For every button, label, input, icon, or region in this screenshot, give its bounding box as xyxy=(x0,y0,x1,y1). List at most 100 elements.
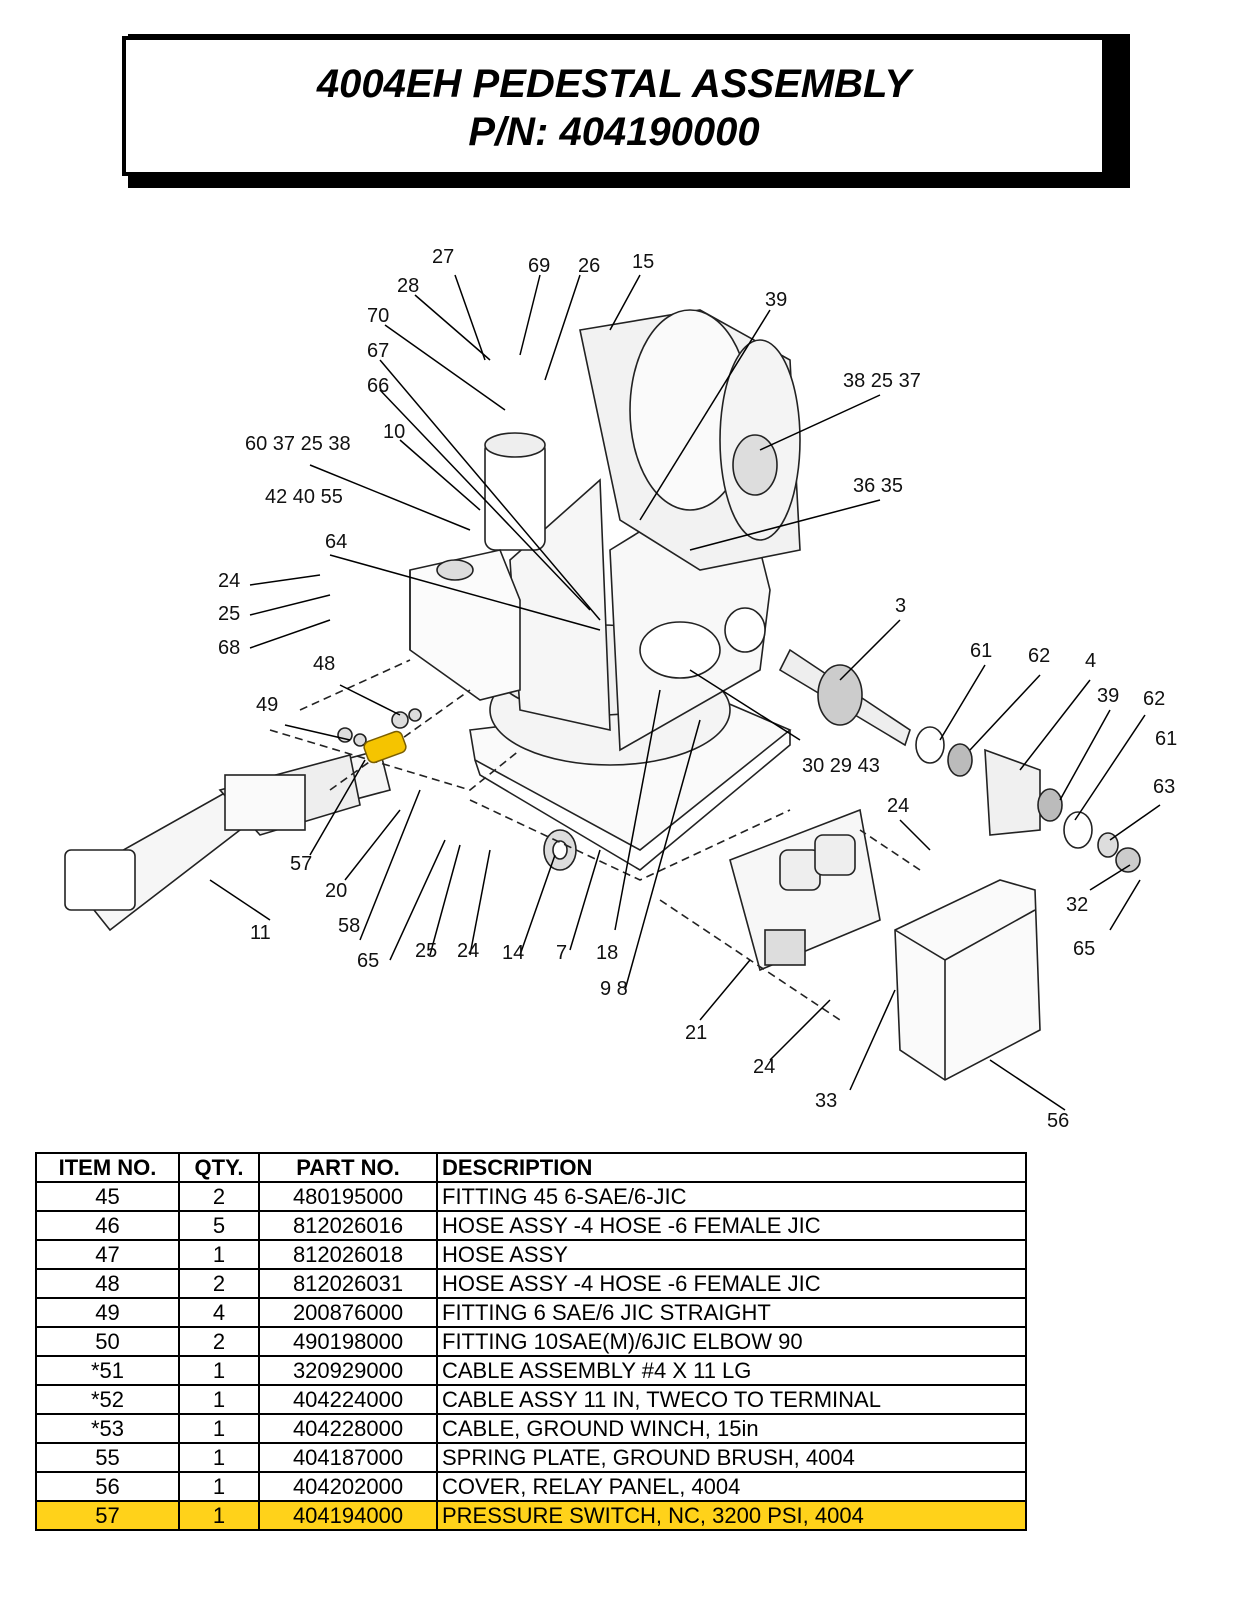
part-no-cell: 404187000 xyxy=(258,1442,438,1473)
item-no-cell: 56 xyxy=(35,1471,180,1502)
callout-label: 9 8 xyxy=(600,978,628,1000)
callout-label: 30 29 43 xyxy=(802,755,880,777)
callout-label: 26 xyxy=(578,255,600,277)
diagram-artwork xyxy=(64,309,1141,1081)
description-cell: FITTING 6 SAE/6 JIC STRAIGHT xyxy=(436,1297,1027,1328)
callout-label: 25 xyxy=(218,603,240,625)
callout-label: 25 xyxy=(415,940,437,962)
callout-label: 28 xyxy=(397,275,419,297)
callout-label: 24 xyxy=(753,1056,775,1078)
description-cell: FITTING 10SAE(M)/6JIC ELBOW 90 xyxy=(436,1326,1027,1357)
pressure-switch-highlight xyxy=(363,730,407,764)
callout-label: 65 xyxy=(1073,938,1095,960)
qty-cell: 2 xyxy=(178,1268,260,1299)
callout-label: 3 xyxy=(895,595,906,617)
part-no-cell: 490198000 xyxy=(258,1326,438,1357)
item-no-cell: 57 xyxy=(35,1500,180,1531)
callout-label: 70 xyxy=(367,305,389,327)
callout-label: 66 xyxy=(367,375,389,397)
callout-labels: 27 69 26 15 28 70 39 67 66 38 25 37 10 6… xyxy=(218,246,1177,1132)
callout-label: 58 xyxy=(338,915,360,937)
qty-cell: 1 xyxy=(178,1384,260,1415)
callout-label: 24 xyxy=(887,795,909,817)
part-no-cell: 812026031 xyxy=(258,1268,438,1299)
description-cell: HOSE ASSY xyxy=(436,1239,1027,1270)
callout-label: 10 xyxy=(383,421,405,443)
callout-label: 39 xyxy=(1097,685,1119,707)
qty-cell: 1 xyxy=(178,1500,260,1531)
column-header-qty: QTY. xyxy=(178,1152,260,1183)
qty-cell: 5 xyxy=(178,1210,260,1241)
item-no-cell: 49 xyxy=(35,1297,180,1328)
description-cell: COVER, RELAY PANEL, 4004 xyxy=(436,1471,1027,1502)
description-cell: PRESSURE SWITCH, NC, 3200 PSI, 4004 xyxy=(436,1500,1027,1531)
assembly-title: 4004EH PEDESTAL ASSEMBLY xyxy=(316,62,912,106)
callout-label: 42 40 55 xyxy=(265,486,343,508)
callout-label: 67 xyxy=(367,340,389,362)
item-no-cell: 46 xyxy=(35,1210,180,1241)
item-no-cell: *53 xyxy=(35,1413,180,1444)
column-header-description: DESCRIPTION xyxy=(436,1152,1027,1183)
callout-label: 65 xyxy=(357,950,379,972)
description-cell: FITTING 45 6-SAE/6-JIC xyxy=(436,1181,1027,1212)
callout-label: 49 xyxy=(256,694,278,716)
part-no-cell: 812026016 xyxy=(258,1210,438,1241)
callout-label: 56 xyxy=(1047,1110,1069,1132)
item-no-cell: 48 xyxy=(35,1268,180,1299)
part-number-title: P/N: 404190000 xyxy=(468,110,760,154)
item-no-cell: *52 xyxy=(35,1384,180,1415)
callout-label: 36 35 xyxy=(853,475,903,497)
part-no-cell: 404224000 xyxy=(258,1384,438,1415)
description-cell: CABLE, GROUND WINCH, 15in xyxy=(436,1413,1027,1444)
callout-label: 63 xyxy=(1153,776,1175,798)
callout-label: 24 xyxy=(457,940,479,962)
part-no-cell: 812026018 xyxy=(258,1239,438,1270)
qty-cell: 2 xyxy=(178,1326,260,1357)
callout-label: 48 xyxy=(313,653,335,675)
callout-label: 4 xyxy=(1085,650,1096,672)
callout-label: 60 37 25 38 xyxy=(245,433,351,455)
callout-label: 32 xyxy=(1066,894,1088,916)
callout-label: 62 xyxy=(1028,645,1050,667)
description-cell: HOSE ASSY -4 HOSE -6 FEMALE JIC xyxy=(436,1210,1027,1241)
part-no-cell: 200876000 xyxy=(258,1297,438,1328)
callout-label: 61 xyxy=(970,640,992,662)
callout-label: 21 xyxy=(685,1022,707,1044)
description-cell: HOSE ASSY -4 HOSE -6 FEMALE JIC xyxy=(436,1268,1027,1299)
column-header-part-no: PART NO. xyxy=(258,1152,438,1183)
callout-label: 61 xyxy=(1155,728,1177,750)
callout-label: 18 xyxy=(596,942,618,964)
part-no-cell: 320929000 xyxy=(258,1355,438,1386)
callout-label: 64 xyxy=(325,531,347,553)
part-no-cell: 480195000 xyxy=(258,1181,438,1212)
qty-cell: 1 xyxy=(178,1442,260,1473)
title-box: 4004EH PEDESTAL ASSEMBLY P/N: 404190000 xyxy=(122,36,1106,176)
description-cell: SPRING PLATE, GROUND BRUSH, 4004 xyxy=(436,1442,1027,1473)
callout-label: 39 xyxy=(765,289,787,311)
callout-label: 7 xyxy=(556,942,567,964)
callout-label: 68 xyxy=(218,637,240,659)
callout-label: 62 xyxy=(1143,688,1165,710)
callout-label: 27 xyxy=(432,246,454,268)
part-no-cell: 404228000 xyxy=(258,1413,438,1444)
part-no-cell: 404194000 xyxy=(258,1500,438,1531)
item-no-cell: 55 xyxy=(35,1442,180,1473)
column-header-item-no: ITEM NO. xyxy=(35,1152,180,1183)
qty-cell: 1 xyxy=(178,1355,260,1386)
description-cell: CABLE ASSEMBLY #4 X 11 LG xyxy=(436,1355,1027,1386)
item-no-cell: 45 xyxy=(35,1181,180,1212)
item-no-cell: 50 xyxy=(35,1326,180,1357)
qty-cell: 1 xyxy=(178,1239,260,1270)
callout-label: 24 xyxy=(218,570,240,592)
item-no-cell: *51 xyxy=(35,1355,180,1386)
